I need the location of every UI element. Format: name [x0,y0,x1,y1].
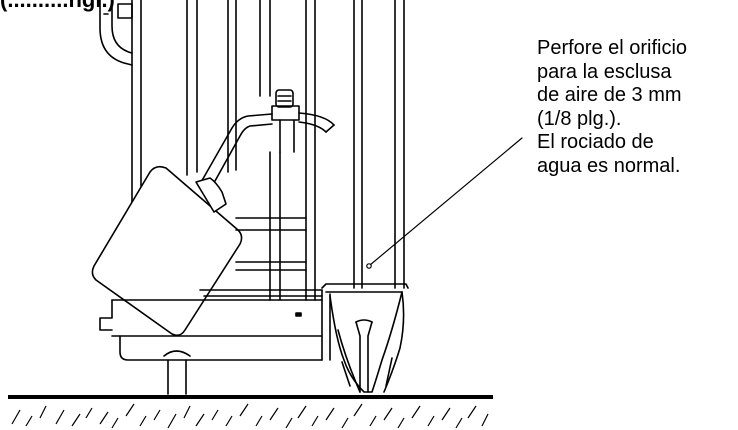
pump-volute [321,283,409,393]
callout-line: (1/8 plg.). [537,107,622,130]
soil-hatching [11,403,489,429]
discharge-pipe [99,0,133,66]
callout-line: Perfore el orificio [537,37,688,59]
callout-line: de aire de 3 mm [537,84,682,106]
ground-line [8,395,493,399]
callout-line: para la esclusa [537,60,672,83]
float-switch-clamp [199,89,335,191]
callout-leader [366,137,523,269]
motor-housing [99,217,331,361]
pump-column [131,0,405,301]
callout-line: agua es normal. [537,154,681,177]
callout-line: El rociado de [537,131,654,153]
support-foot [163,350,191,395]
float-switch [91,165,243,337]
airlock-callout: Perfore el orificio para la esclusa de a… [537,37,735,178]
figure-heading-partial: (..........ngl.) [0,0,115,14]
